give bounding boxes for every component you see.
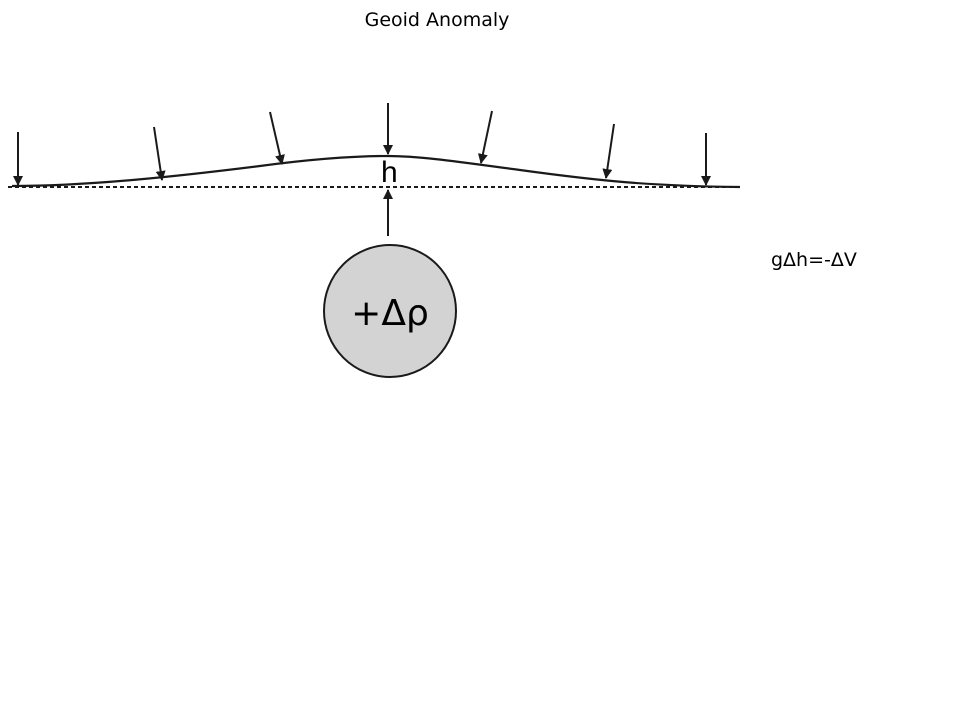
gravity-arrow bbox=[477, 110, 493, 164]
geoid-surface-curve bbox=[11, 154, 741, 189]
height-label: h bbox=[381, 156, 398, 189]
gravity-arrow bbox=[269, 111, 285, 165]
gravity-arrow bbox=[153, 126, 166, 181]
mass-anomaly-sphere bbox=[323, 244, 457, 378]
geoid-equation: gΔh=-ΔV bbox=[771, 249, 857, 271]
diagram-title: Geoid Anomaly bbox=[364, 9, 510, 31]
density-anomaly-label: +Δρ bbox=[351, 293, 429, 334]
gravity-arrow bbox=[602, 123, 615, 179]
